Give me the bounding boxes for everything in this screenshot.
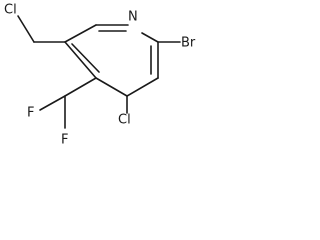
atom-br: Br xyxy=(181,36,196,51)
atom-n-ring: N xyxy=(128,10,138,25)
bond-c3-c4-real xyxy=(126,77,159,97)
atom-f-left: F xyxy=(27,106,34,121)
atom-cl-chloromethyl: Cl xyxy=(4,3,17,18)
bond-ch2-cl xyxy=(17,15,35,43)
bonds xyxy=(17,15,181,129)
bond-c5-c6 xyxy=(64,24,97,43)
bond-c4-c3-mid xyxy=(95,77,128,97)
molecule-structure: Cl N Br Cl F F xyxy=(4,3,196,148)
bond-c4-c5 xyxy=(64,41,97,79)
atom-labels: Cl N Br Cl F F xyxy=(4,3,196,148)
bond-c4-chf2 xyxy=(64,77,97,97)
atom-f-right: F xyxy=(61,133,68,148)
bond-n1-c2 xyxy=(141,32,159,43)
atom-cl-ring: Cl xyxy=(118,113,131,128)
bond-chf2-f-left xyxy=(39,95,66,111)
bond-c4-c5-inner xyxy=(71,43,100,73)
